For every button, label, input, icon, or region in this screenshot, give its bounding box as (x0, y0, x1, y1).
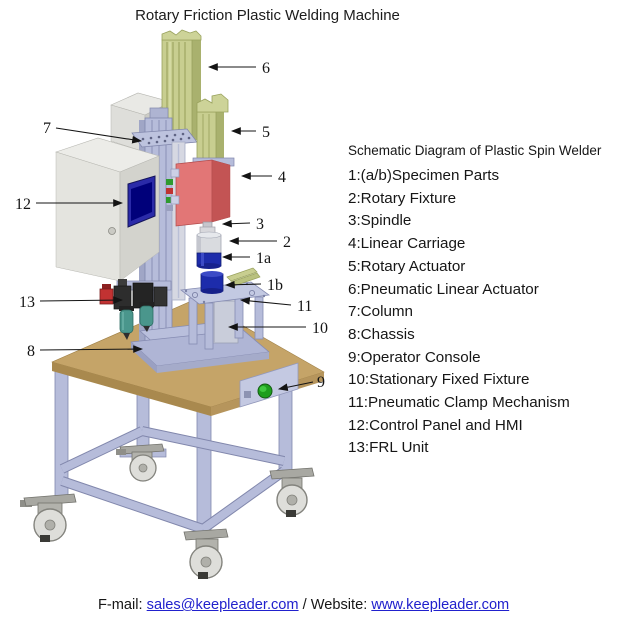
clamp-handles (226, 267, 261, 287)
svg-text:1b: 1b (267, 277, 283, 294)
callout-10: 10 (227, 320, 328, 337)
page-title: Rotary Friction Plastic Welding Machine (135, 7, 400, 24)
svg-text:1a: 1a (256, 250, 271, 267)
footer-email-label: F-mail: (98, 597, 147, 613)
legend-item-13: 13:FRL Unit (348, 439, 429, 457)
svg-text:5: 5 (262, 124, 270, 141)
caster-front (183, 528, 229, 579)
legend-item-4: 4:Linear Carriage (348, 235, 466, 253)
linear-carriage (170, 159, 231, 227)
sensor-clips (166, 179, 173, 211)
table-leg-front (196, 410, 212, 536)
legend: Schematic Diagram of Plastic Spin Welder… (348, 143, 601, 460)
legend-item-6: 6:Pneumatic Linear Actuator (348, 280, 539, 298)
table-edge-left (52, 362, 211, 416)
callout-11: 11 (239, 297, 312, 315)
svg-text:8: 8 (27, 343, 35, 360)
legend-item-3: 3:Spindle (348, 212, 412, 230)
footer-website-label: / Website: (298, 597, 372, 613)
email-link[interactable]: sales@keepleader.com (146, 597, 299, 613)
svg-text:13: 13 (19, 294, 35, 311)
callout-8: 8 (27, 343, 144, 360)
legend-heading: Schematic Diagram of Plastic Spin Welder (348, 143, 602, 158)
svg-text:6: 6 (262, 60, 270, 77)
svg-text:3: 3 (256, 216, 264, 233)
control-panel (55, 137, 160, 282)
callout-7: 7 (43, 120, 143, 144)
spindle (199, 221, 216, 236)
callout-1b: 1b (224, 277, 283, 294)
callout-2: 2 (228, 234, 291, 251)
legend-item-10: 10:Stationary Fixed Fixture (348, 371, 530, 389)
legend-item-7: 7:Column (348, 303, 413, 321)
rotary-actuator (192, 93, 235, 167)
rotary-fixture (196, 231, 222, 255)
callout-9: 9 (277, 374, 325, 391)
legend-item-11: 11:Pneumatic Clamp Mechanism (348, 394, 570, 412)
callout-5: 5 (230, 124, 270, 141)
callout-3: 3 (221, 216, 264, 233)
table-braces-face (60, 427, 287, 533)
legend-item-9: 9:Operator Console (348, 348, 481, 366)
legend-item-5: 5:Rotary Actuator (348, 257, 466, 275)
legend-item-1: 1:(a/b)Specimen Parts (348, 167, 500, 184)
callouts: 6 5 7 4 12 3 2 1a (15, 60, 328, 391)
stationary-fixture-clamp (179, 267, 271, 350)
caster-right (269, 467, 315, 517)
table-braces (59, 426, 287, 534)
callout-6: 6 (207, 60, 270, 77)
specimen-1a (196, 252, 222, 269)
specimen-1b (200, 271, 224, 294)
svg-text:4: 4 (278, 169, 286, 186)
callout-13: 13 (19, 294, 124, 311)
callout-4: 4 (240, 169, 286, 186)
pneumatic-linear-actuator (161, 29, 202, 141)
svg-text:2: 2 (283, 234, 291, 251)
legend-item-12: 12:Control Panel and HMI (348, 416, 523, 434)
legend-item-2: 2:Rotary Fixture (348, 189, 457, 207)
svg-text:11: 11 (297, 298, 312, 315)
operator-console (239, 362, 299, 408)
legend-item-8: 8:Chassis (348, 325, 415, 343)
caster-back (116, 443, 165, 482)
svg-text:10: 10 (312, 320, 328, 337)
footer: F-mail: sales@keepleader.com / Website: … (98, 597, 509, 613)
caster-left (20, 493, 77, 542)
svg-text:7: 7 (43, 120, 51, 137)
machine-illustration: 6 5 7 4 12 3 2 1a (15, 29, 328, 579)
website-link[interactable]: www.keepleader.com (371, 597, 510, 613)
callout-12: 12 (15, 196, 124, 213)
svg-text:12: 12 (15, 196, 31, 213)
callout-1a: 1a (221, 250, 271, 267)
svg-text:9: 9 (317, 374, 325, 391)
door-knob (108, 227, 116, 235)
